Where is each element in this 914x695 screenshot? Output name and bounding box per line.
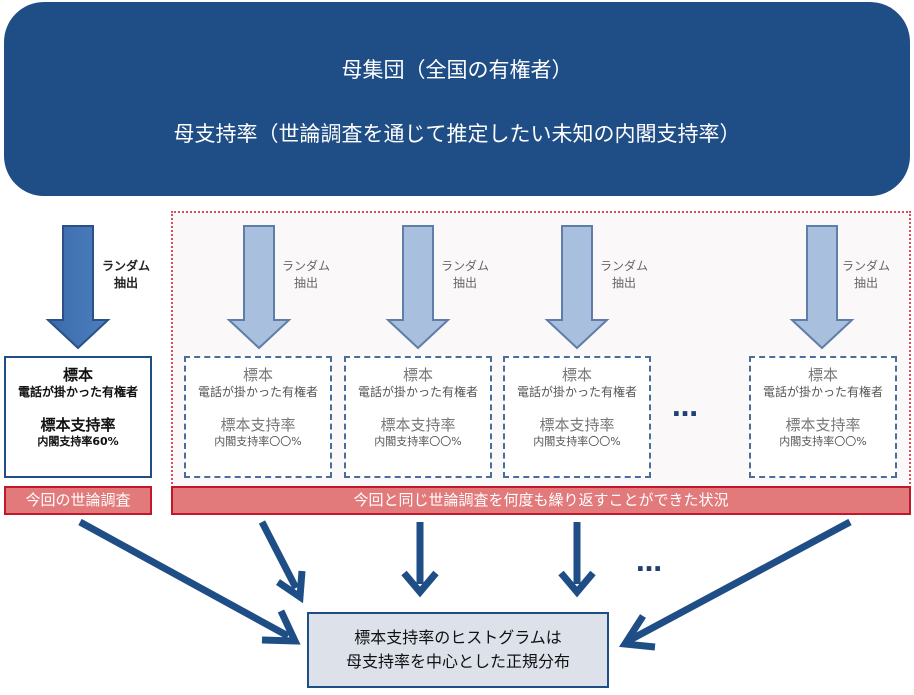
extraction-arrow-2 bbox=[385, 225, 451, 350]
arrows-ellipsis: … bbox=[636, 548, 664, 578]
sample-title: 標本 bbox=[242, 366, 273, 384]
repeated-sample-box: 標本 電話が掛かった有権者 標本支持率 内閣支持率〇〇% bbox=[503, 356, 651, 478]
sample-rate-value: 内閣支持率〇〇% bbox=[779, 435, 867, 448]
sample-rate-label: 標本支持率 bbox=[380, 416, 456, 434]
extraction-arrow-4 bbox=[789, 225, 855, 350]
current-sample-box: 標本 電話が掛かった有権者 標本支持率 内閣支持率60% bbox=[4, 356, 152, 478]
sample-title: 標本 bbox=[62, 366, 93, 384]
extraction-arrow-1 bbox=[226, 225, 292, 350]
population-title: 母集団（全国の有権者） bbox=[341, 58, 573, 82]
sample-subtitle: 電話が掛かった有権者 bbox=[17, 385, 138, 399]
sample-rate-value: 内閣支持率60% bbox=[37, 435, 119, 448]
random-extraction-label: ランダム 抽出 bbox=[266, 258, 346, 292]
repeated-sample-box: 標本 電話が掛かった有権者 標本支持率 内閣支持率〇〇% bbox=[749, 356, 897, 478]
arrow-label-text: ランダム 抽出 bbox=[841, 259, 890, 290]
converge-arrow-current bbox=[78, 518, 290, 640]
sample-title: 標本 bbox=[402, 366, 433, 384]
sample-title: 標本 bbox=[561, 366, 592, 384]
repeated-sample-box: 標本 電話が掛かった有権者 標本支持率 内閣支持率〇〇% bbox=[344, 356, 492, 478]
random-extraction-label: ランダム 抽出 bbox=[86, 258, 166, 292]
current-survey-caption: 今回の世論調査 bbox=[4, 486, 152, 515]
sample-rate-value: 内閣支持率〇〇% bbox=[374, 435, 462, 448]
extraction-arrow-current bbox=[45, 225, 111, 350]
sample-rate-label: 標本支持率 bbox=[220, 416, 296, 434]
sample-rate-label: 標本支持率 bbox=[539, 416, 615, 434]
arrow-label-text: ランダム 抽出 bbox=[101, 259, 150, 290]
sample-rate-value: 内閣支持率〇〇% bbox=[214, 435, 302, 448]
extraction-arrow-3 bbox=[544, 225, 610, 350]
random-extraction-label: ランダム 抽出 bbox=[826, 258, 906, 292]
sample-title: 標本 bbox=[807, 366, 838, 384]
result-box: 標本支持率のヒストグラムは 母支持率を中心とした正規分布 bbox=[307, 612, 609, 688]
random-extraction-label: ランダム 抽出 bbox=[425, 258, 505, 292]
sample-subtitle: 電話が掛かった有権者 bbox=[762, 385, 883, 399]
converge-arrow-4 bbox=[626, 518, 852, 645]
sample-rate-value: 内閣支持率〇〇% bbox=[533, 435, 621, 448]
result-line-1: 標本支持率のヒストグラムは bbox=[354, 628, 562, 647]
converge-arrow-1 bbox=[258, 520, 300, 590]
repeat-survey-caption: 今回と同じ世論調査を何度も繰り返すことができた状況 bbox=[171, 486, 911, 515]
arrow-label-text: ランダム 抽出 bbox=[440, 259, 489, 290]
result-line-2: 母支持率を中心とした正規分布 bbox=[345, 652, 570, 671]
convergence-arrows bbox=[78, 518, 852, 651]
sample-subtitle: 電話が掛かった有権者 bbox=[516, 385, 637, 399]
arrow-label-text: ランダム 抽出 bbox=[599, 259, 648, 290]
population-rate: 母支持率（世論調査を通じて推定したい未知の内閣支持率） bbox=[173, 122, 741, 146]
sample-rate-label: 標本支持率 bbox=[785, 416, 861, 434]
population-banner: 母集団（全国の有権者） 母支持率（世論調査を通じて推定したい未知の内閣支持率） bbox=[4, 2, 910, 196]
random-extraction-label: ランダム 抽出 bbox=[584, 258, 664, 292]
sample-subtitle: 電話が掛かった有権者 bbox=[197, 385, 318, 399]
arrow-label-text: ランダム 抽出 bbox=[281, 259, 330, 290]
repeated-sample-box: 標本 電話が掛かった有権者 標本支持率 内閣支持率〇〇% bbox=[184, 356, 332, 478]
sample-rate-label: 標本支持率 bbox=[40, 416, 116, 434]
samples-ellipsis: … bbox=[672, 393, 700, 423]
sample-subtitle: 電話が掛かった有権者 bbox=[357, 385, 478, 399]
